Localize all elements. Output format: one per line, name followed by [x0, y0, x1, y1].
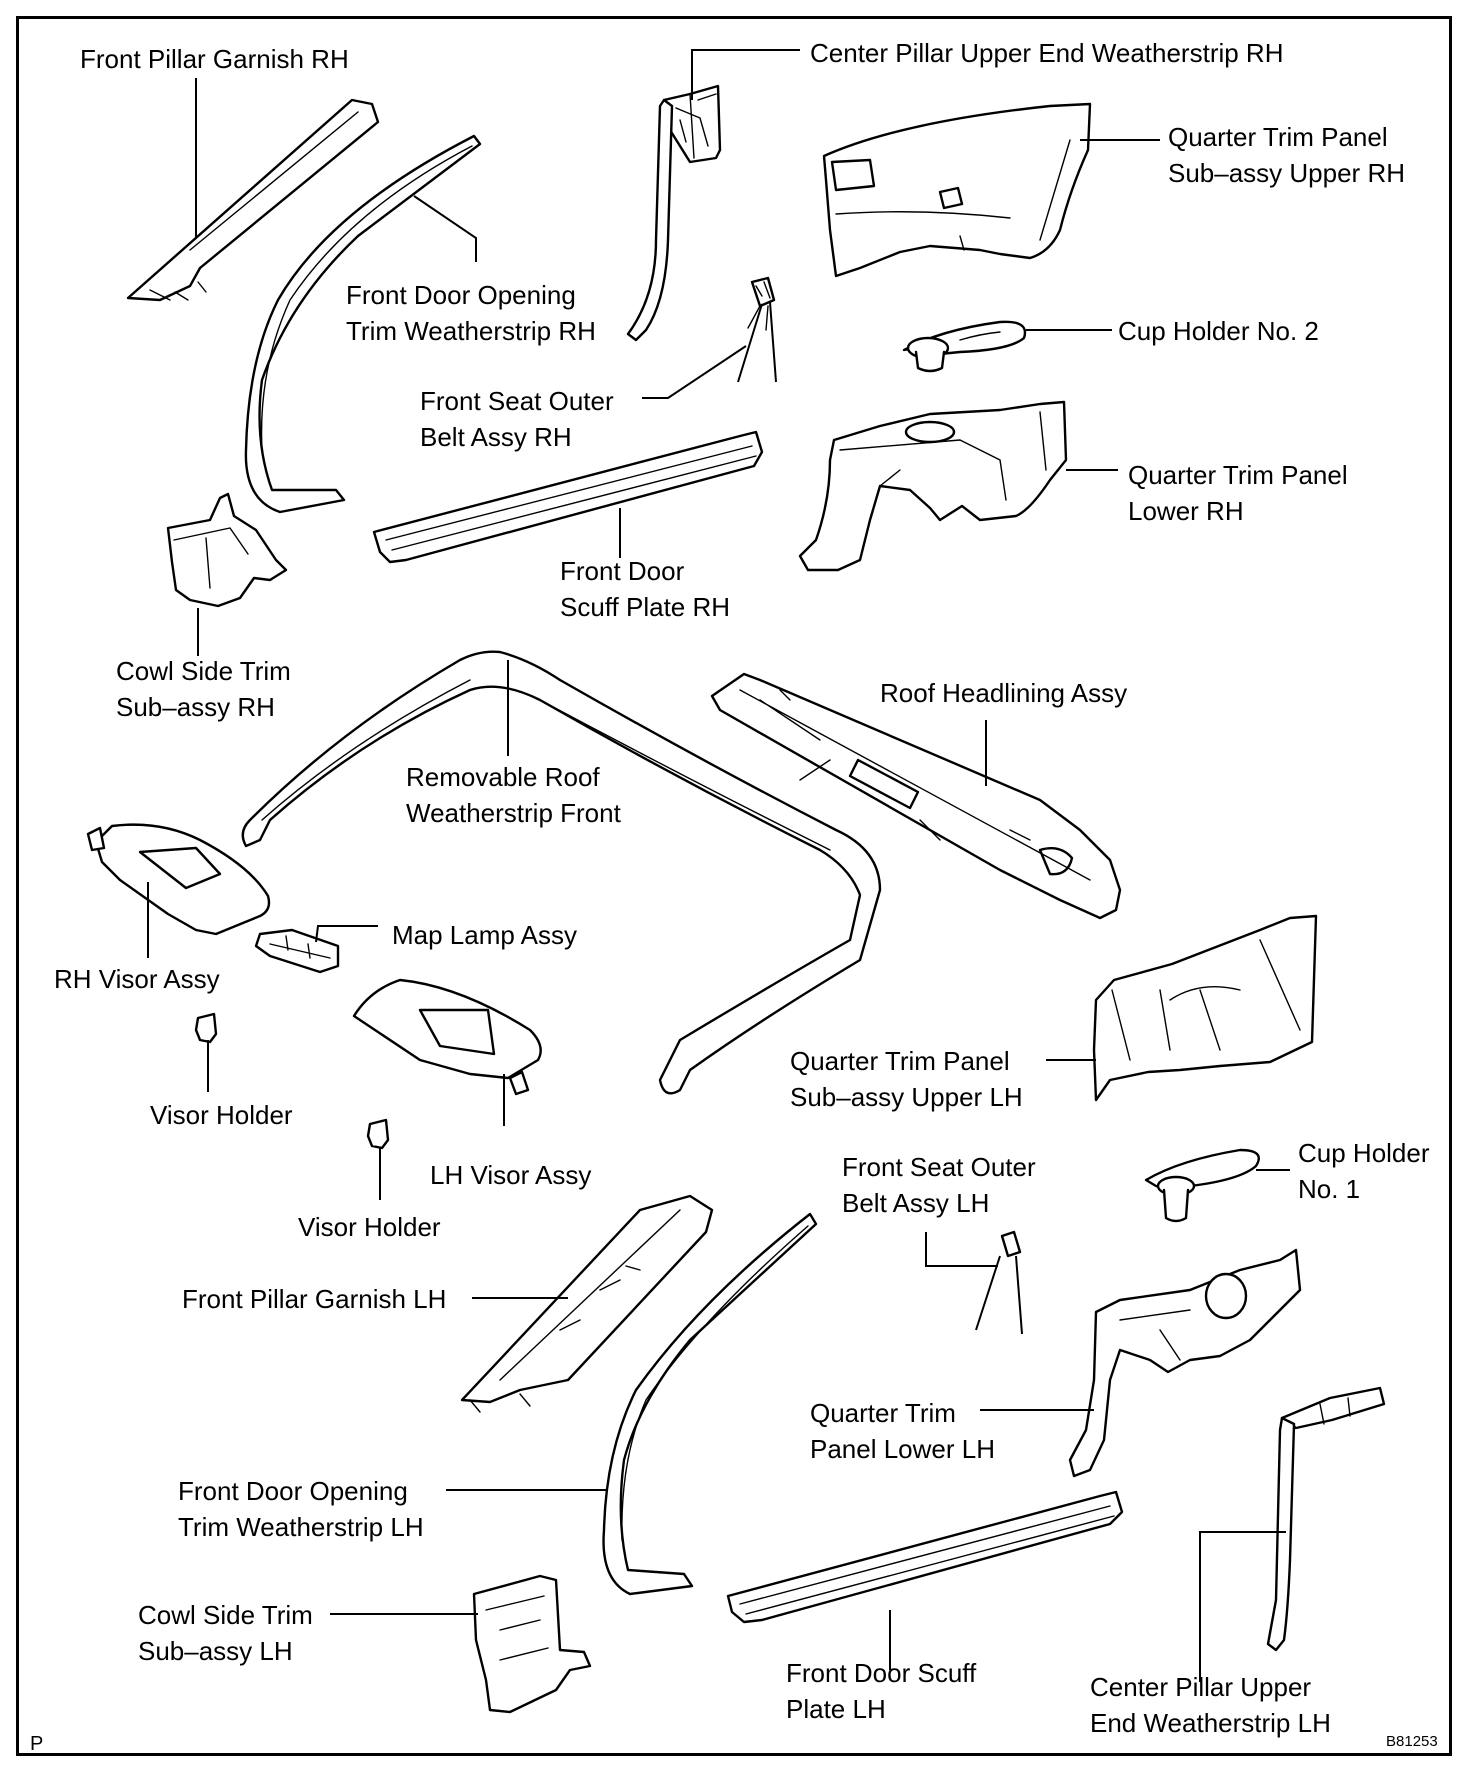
label-center-pillar-weatherstrip-rh: Center Pillar Upper End Weatherstrip RH — [810, 38, 1283, 68]
quarter-trim-lower-rh-part — [798, 400, 1068, 572]
label-front-door-scuff-lh-1: Front Door Scuff — [786, 1658, 977, 1688]
front-seat-belt-lh-part — [975, 1230, 1023, 1335]
label-cowl-side-trim-lh-1: Cowl Side Trim — [138, 1600, 313, 1630]
center-pillar-weatherstrip-lh-part — [1266, 1386, 1386, 1652]
label-front-door-opening-trim-lh-2: Trim Weatherstrip LH — [178, 1512, 424, 1542]
cowl-side-trim-lh-part — [472, 1574, 592, 1714]
rh-visor-part — [86, 823, 271, 936]
label-front-door-scuff-rh-2: Scuff Plate RH — [560, 592, 730, 622]
quarter-trim-upper-rh-part — [822, 102, 1092, 278]
front-pillar-garnish-rh-part — [126, 98, 380, 302]
label-front-pillar-garnish-lh: Front Pillar Garnish LH — [182, 1284, 446, 1314]
label-lh-visor: LH Visor Assy — [430, 1160, 591, 1190]
label-quarter-trim-upper-rh-1: Quarter Trim Panel — [1168, 122, 1388, 152]
front-pillar-garnish-lh-part — [460, 1194, 714, 1413]
label-quarter-trim-lower-rh-1: Quarter Trim Panel — [1128, 460, 1348, 490]
label-front-door-opening-trim-rh-1: Front Door Opening — [346, 280, 576, 310]
label-rh-visor: RH Visor Assy — [54, 964, 220, 994]
visor-holder-1-part — [194, 1012, 218, 1044]
label-quarter-trim-lower-rh-2: Lower RH — [1128, 496, 1244, 526]
label-map-lamp: Map Lamp Assy — [392, 920, 577, 950]
label-center-pillar-weatherstrip-lh-1: Center Pillar Upper — [1090, 1672, 1311, 1702]
cup-holder-no2-part — [902, 320, 1027, 373]
removable-roof-weatherstrip-part — [241, 650, 882, 1095]
label-cup-holder-no1-1: Cup Holder — [1298, 1138, 1430, 1168]
label-removable-roof-weatherstrip-1: Removable Roof — [406, 762, 600, 792]
front-door-scuff-rh-part — [372, 430, 764, 564]
label-center-pillar-weatherstrip-lh-2: End Weatherstrip LH — [1090, 1708, 1331, 1738]
label-quarter-trim-lower-lh-2: Panel Lower LH — [810, 1434, 995, 1464]
center-pillar-weatherstrip-rh-part — [626, 84, 722, 342]
leader-lines — [147, 49, 1290, 1682]
label-cowl-side-trim-lh-2: Sub–assy LH — [138, 1636, 293, 1666]
front-seat-belt-rh-part — [737, 276, 777, 383]
label-quarter-trim-lower-lh-1: Quarter Trim — [810, 1398, 956, 1428]
cowl-side-trim-rh-part — [166, 492, 288, 608]
label-quarter-trim-upper-lh-1: Quarter Trim Panel — [790, 1046, 1010, 1076]
quarter-trim-lower-lh-part — [1068, 1248, 1302, 1478]
map-lamp-part — [254, 928, 340, 974]
label-quarter-trim-upper-rh-2: Sub–assy Upper RH — [1168, 158, 1405, 188]
label-quarter-trim-upper-lh-2: Sub–assy Upper LH — [790, 1082, 1023, 1112]
quarter-trim-upper-lh-part — [1092, 914, 1318, 1102]
visor-holder-2-part — [366, 1118, 390, 1150]
label-roof-headlining: Roof Headlining Assy — [880, 678, 1127, 708]
cup-holder-no1-part — [1144, 1148, 1260, 1223]
label-front-seat-belt-lh-2: Belt Assy LH — [842, 1188, 989, 1218]
label-front-door-opening-trim-rh-2: Trim Weatherstrip RH — [346, 316, 596, 346]
front-door-opening-trim-rh-part — [244, 134, 482, 514]
diagram-border — [16, 16, 1452, 1756]
lh-visor-part — [352, 978, 542, 1096]
front-door-scuff-lh-part — [726, 1490, 1124, 1624]
label-cowl-side-trim-rh-1: Cowl Side Trim — [116, 656, 291, 686]
roof-headlining-part — [710, 672, 1122, 920]
label-front-seat-belt-rh-2: Belt Assy RH — [420, 422, 572, 452]
label-visor-holder-1: Visor Holder — [150, 1100, 293, 1130]
corner-mark: P — [30, 1733, 43, 1755]
label-front-door-scuff-rh-1: Front Door — [560, 556, 685, 586]
front-door-opening-trim-lh-part — [602, 1212, 818, 1596]
figure-id: B81253 — [1386, 1733, 1438, 1750]
label-cowl-side-trim-rh-2: Sub–assy RH — [116, 692, 275, 722]
label-front-seat-belt-lh-1: Front Seat Outer — [842, 1152, 1036, 1182]
label-cup-holder-no1-2: No. 1 — [1298, 1174, 1360, 1204]
label-cup-holder-no2: Cup Holder No. 2 — [1118, 316, 1319, 346]
label-front-door-scuff-lh-2: Plate LH — [786, 1694, 886, 1724]
label-front-door-opening-trim-lh-1: Front Door Opening — [178, 1476, 408, 1506]
label-visor-holder-2: Visor Holder — [298, 1212, 441, 1242]
label-front-pillar-garnish-rh: Front Pillar Garnish RH — [80, 44, 349, 74]
label-removable-roof-weatherstrip-2: Weatherstrip Front — [406, 798, 622, 828]
label-front-seat-belt-rh-1: Front Seat Outer — [420, 386, 614, 416]
